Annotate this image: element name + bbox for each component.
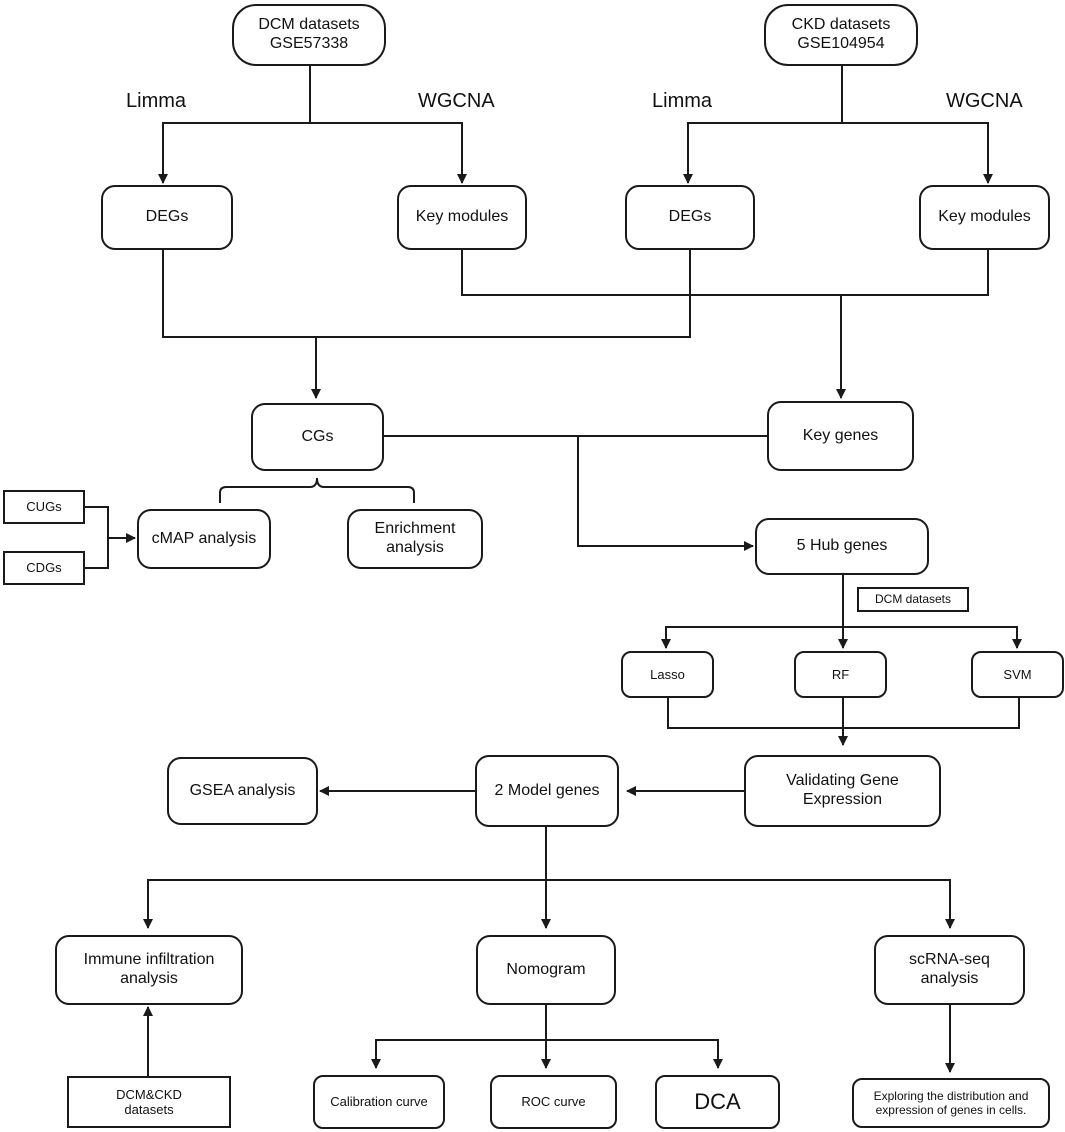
scrna-line1: scRNA-seq [909,951,990,969]
dcm-datasets-tag: DCM datasets [857,587,969,612]
dcm-ckd-line1: DCM&CKD [116,1086,182,1102]
immune-line1: Immune infiltration [83,951,215,969]
validating-line2: Expression [802,791,883,808]
dcm-datasets-title: DCM datasets [258,16,360,34]
cgs-to-hub-genes-arrow [577,436,754,551]
degs-node-left: DEGs [101,185,233,250]
dcm-datasets-node: DCM datasets GSE57338 [232,4,386,66]
gsea-analysis-node: GSEA analysis [167,757,318,825]
modules-merge-connector [461,250,989,296]
cugs-node: CUGs [3,490,85,524]
wgcna-label-left: WGCNA [418,90,495,112]
validating-line1: Validating Gene [786,772,899,790]
enrichment-line2: analysis [386,539,444,556]
svm-node: SVM [971,651,1064,698]
scrna-seq-node: scRNA-seq analysis [874,935,1025,1005]
ckd-datasets-title: CKD datasets [791,16,891,34]
cgs-node: CGs [251,403,384,471]
cgs-brace [219,477,415,503]
key-modules-node-right: Key modules [919,185,1050,250]
lasso-node: Lasso [621,651,714,698]
ckd-to-key-modules-arrow [842,122,993,184]
enrichment-line1: Enrichment [374,520,456,538]
dcm-to-branches-connector [158,66,311,184]
ckd-to-branches-connector [683,66,843,184]
dcm-datasets-id: GSE57338 [269,35,349,52]
limma-label-right: Limma [652,90,713,112]
calibration-curve-node: Calibration curve [313,1075,445,1129]
model-to-scrna-arrow [546,879,955,929]
wgcna-label-right: WGCNA [946,90,1023,112]
nomogram-node: Nomogram [476,935,616,1005]
cmap-analysis-node: cMAP analysis [137,509,271,569]
model-to-immune-arrow [143,827,547,929]
validating-gene-expression-node: Validating Gene Expression [744,755,941,827]
hub-to-svm-arrow [843,626,1022,649]
nomogram-to-calibration-arrow [371,1005,547,1069]
degs-node-right: DEGs [625,185,755,250]
ckd-datasets-id: GSE104954 [797,35,885,52]
scrna-line2: analysis [920,970,979,987]
degs-merge-connector [162,250,691,338]
exploring-distribution-node: Exploring the distribution and expressio… [852,1078,1050,1128]
key-modules-node-left: Key modules [397,185,527,250]
rf-node: RF [794,651,887,698]
roc-curve-node: ROC curve [490,1075,617,1129]
ckd-datasets-node: CKD datasets GSE104954 [764,4,918,66]
key-genes-node: Key genes [767,401,914,471]
exploring-line1: Exploring the distribution and [873,1088,1029,1103]
nomogram-to-dca-arrow [546,1039,723,1069]
limma-label-left: Limma [126,90,187,112]
exploring-line2: expression of genes in cells. [875,1103,1027,1117]
cdgs-node: CDGs [3,551,85,585]
immune-line2: analysis [120,970,178,987]
cugs-connector [85,506,109,569]
hub-genes-node: 5 Hub genes [755,518,929,575]
hub-to-methods-connector [661,575,844,649]
dcm-ckd-datasets-node: DCM&CKD datasets [67,1076,231,1128]
dcm-to-key-modules-arrow [310,122,467,184]
enrichment-analysis-node: Enrichment analysis [347,509,483,569]
dca-node: DCA [655,1075,780,1129]
immune-infiltration-node: Immune infiltration analysis [55,935,243,1005]
dcm-ckd-line2: datasets [124,1102,174,1117]
model-genes-node: 2 Model genes [475,755,619,827]
